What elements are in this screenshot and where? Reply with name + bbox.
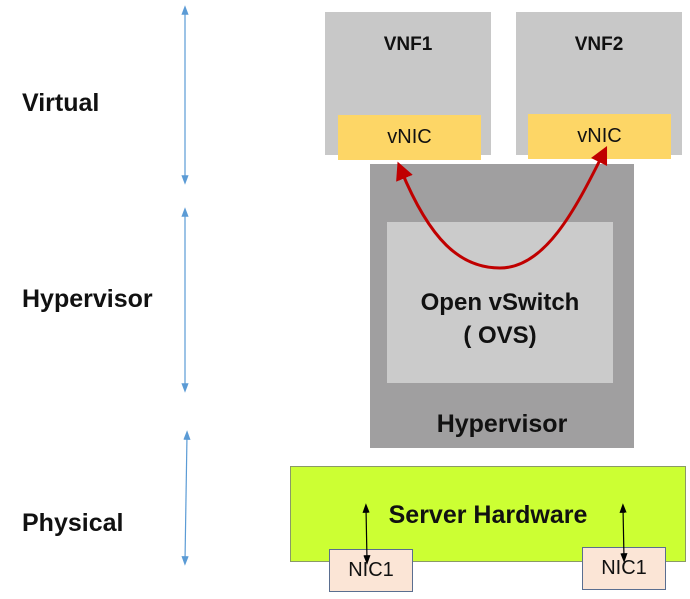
layer-label-physical: Physical <box>22 509 124 537</box>
nic-left: NIC1 <box>329 549 413 592</box>
server-hardware-label: Server Hardware <box>388 501 588 529</box>
vnf2-label: VNF2 <box>574 34 624 55</box>
layer-label-virtual: Virtual <box>22 89 100 117</box>
ovs-label-line1: Open vSwitch <box>420 289 580 316</box>
nic-arrow-left <box>362 503 371 565</box>
nic-arrow-right <box>619 503 628 563</box>
hypervisor-label: Hypervisor <box>436 410 568 438</box>
ovs-box: Open vSwitch ( OVS) <box>387 222 613 383</box>
flow-arrow-vnic-to-vnic <box>396 145 608 270</box>
layer-label-hypervisor: Hypervisor <box>22 285 153 313</box>
layer-arrow-physical <box>181 430 191 566</box>
vnf1-label: VNF1 <box>383 34 433 55</box>
ovs-label-line2: ( OVS) <box>463 322 537 349</box>
